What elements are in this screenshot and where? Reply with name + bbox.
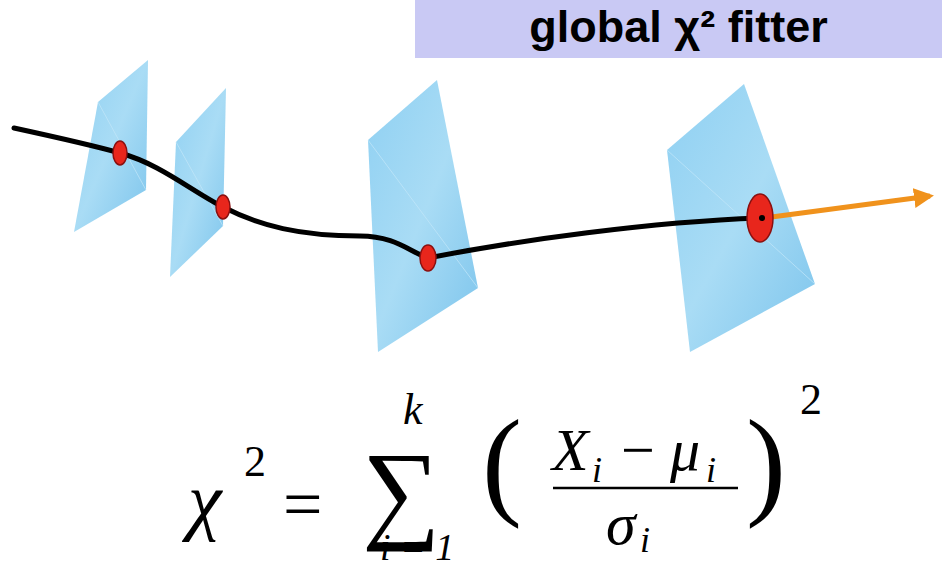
measured-value: X (552, 420, 589, 480)
exponent: 2 (244, 440, 266, 484)
index-subscript: i (706, 452, 716, 488)
index-subscript: i (592, 452, 602, 488)
sum-upper-limit: k (403, 388, 423, 432)
open-parenthesis: ( (482, 403, 522, 523)
sum-lower-limit: i = 1 (380, 528, 454, 566)
title-box: global χ² fitter (415, 0, 942, 58)
exponent: 2 (800, 378, 822, 422)
detector-plane (368, 80, 478, 352)
detector-planes (74, 60, 815, 352)
particle-track (14, 128, 760, 258)
expected-value: μ (670, 420, 700, 480)
equals-sign: = (283, 470, 322, 540)
minus-sign: − (621, 420, 655, 480)
hit-points (113, 141, 773, 271)
index-subscript: i (640, 522, 650, 558)
uncertainty: σ (606, 494, 636, 554)
close-parenthesis: ) (746, 403, 786, 523)
chi-symbol: χ (188, 462, 221, 538)
momentum-arrow (764, 196, 930, 218)
title: global χ² fitter (415, 0, 942, 49)
